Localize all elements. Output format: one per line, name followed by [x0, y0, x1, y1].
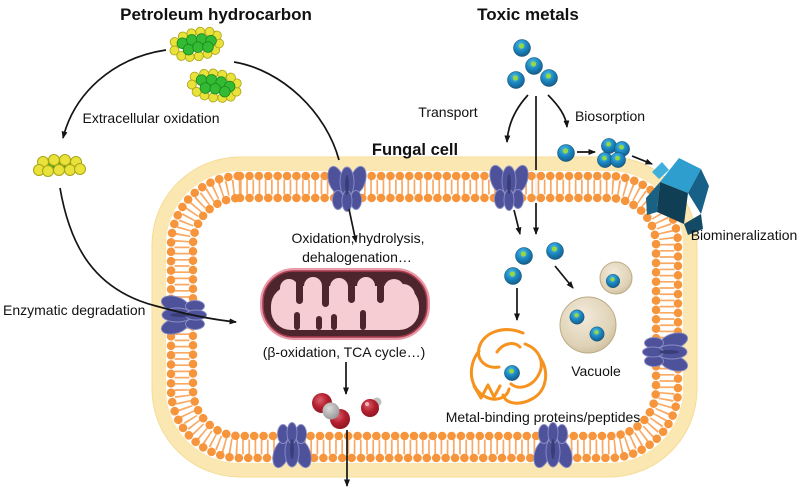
- intracellular-reactions-line1: Oxidation, hydrolysis,: [291, 230, 424, 246]
- metal-ion: [513, 39, 531, 57]
- metal-ion: [525, 57, 543, 75]
- arrow-hydrocarbon-uptake: [233, 61, 340, 161]
- co2-carbon-atom: [322, 402, 340, 420]
- metal-binding-protein-ribbon: [469, 328, 548, 405]
- fungal-cell-label: Fungal cell: [372, 141, 458, 159]
- metal-ion-in-vacuole: [605, 273, 621, 289]
- arrow-biosorption: [547, 94, 570, 128]
- arrow-through-transporter: [513, 209, 522, 235]
- biomineral-crystal: [646, 158, 709, 235]
- co2-oxygen-atom: [361, 399, 379, 417]
- extracellular-oxidation-label: Extracellular oxidation: [83, 110, 220, 126]
- intracellular-reactions-line2: dehalogenation…: [302, 249, 412, 265]
- arrow-to-vacuole: [554, 265, 574, 289]
- metal-ion-cytosol: [515, 247, 533, 265]
- arrow-extracellular-oxidation: [61, 49, 167, 139]
- metal-ion-bound: [503, 364, 521, 382]
- biosorption-label: Biosorption: [575, 108, 645, 124]
- oxidized-hydrocarbon-cluster: [33, 154, 86, 177]
- metal-ion-cytosol: [546, 242, 564, 260]
- co2-molecules: [312, 393, 382, 429]
- arrows: [59, 49, 653, 487]
- enzymatic-degradation-label: Enzymatic degradation: [3, 302, 145, 318]
- vacuole-large: [559, 296, 617, 354]
- metal-ion-in-vacuole: [569, 309, 585, 325]
- metal-ion-in-vacuole: [589, 326, 605, 342]
- arrow-enzymatic-degradation: [59, 187, 237, 325]
- metal-binding-label: Metal-binding proteins/peptides: [446, 409, 641, 425]
- transport-label: Transport: [418, 104, 478, 120]
- toxic-metals-title: Toxic metals: [477, 5, 579, 24]
- arrow-transport: [504, 94, 529, 143]
- arrow-to-mitochondrion: [348, 208, 358, 243]
- biomineralization-label: Biomineralization: [691, 227, 798, 243]
- metal-ion-cluster: [600, 137, 618, 155]
- vacuole-label: Vacuole: [571, 363, 621, 379]
- arrow-to-crystal: [631, 155, 653, 165]
- metal-ion: [540, 69, 558, 87]
- metal-ion: [507, 71, 525, 89]
- vacuoles: [559, 261, 633, 354]
- mitochondrion-caption: (β-oxidation, TCA cycle…): [263, 344, 426, 360]
- metal-ion-cytosol: [504, 267, 522, 285]
- metal-ion-cluster: [609, 151, 627, 169]
- mitochondrion: [260, 268, 430, 340]
- labels: Petroleum hydrocarbon Toxic metals Funga…: [3, 5, 797, 425]
- metal-ion-sorbed: [557, 144, 575, 162]
- petroleum-hydrocarbon-title: Petroleum hydrocarbon: [120, 5, 312, 24]
